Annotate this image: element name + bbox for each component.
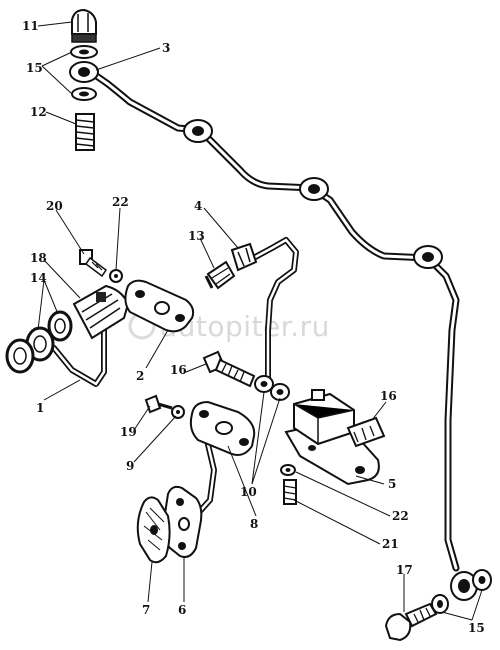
banjo-ring-a	[183, 119, 213, 143]
callout-16-left: 16	[170, 363, 187, 377]
fuel-rail-3	[84, 66, 460, 572]
flange-6	[162, 485, 203, 558]
callout-8: 8	[250, 517, 258, 531]
washer-10-a	[254, 375, 274, 393]
fitting-13	[204, 260, 236, 290]
banjo-ring-c	[413, 245, 443, 269]
callout-13: 13	[188, 229, 205, 243]
rail-end-bottom	[450, 571, 478, 601]
screw-21	[283, 479, 297, 505]
screw-19	[144, 394, 173, 414]
pipe-4	[243, 237, 299, 383]
callout-15-bottom: 15	[468, 621, 485, 635]
washer-22-right	[280, 464, 296, 476]
fitting-4-nut	[230, 242, 258, 272]
flange-8	[189, 400, 256, 456]
washer-10-b	[270, 383, 290, 401]
callout-labels: 11 3 15 12 20 22 18 14 1 2 4 13 16 16 19…	[22, 19, 485, 635]
callout-22-bottom: 22	[392, 509, 409, 523]
callout-12: 12	[30, 105, 47, 119]
gasket-14-a	[47, 310, 73, 342]
washer-9	[171, 405, 185, 419]
gasket-14-c	[5, 338, 35, 374]
callout-21: 21	[382, 537, 399, 551]
callout-22-top: 22	[112, 195, 129, 209]
leader-lines	[37, 21, 483, 621]
callout-14: 14	[30, 271, 47, 285]
washer-15-top	[70, 45, 98, 59]
rail-end-fitting	[69, 61, 99, 83]
callout-3: 3	[162, 41, 170, 55]
callout-4: 4	[194, 199, 202, 213]
bolt-17	[384, 602, 438, 642]
washer-15-bottom-right	[472, 569, 492, 591]
callout-20: 20	[46, 199, 63, 213]
filter-body-18	[72, 284, 130, 340]
washer-15-bottom-left	[431, 594, 449, 614]
callout-9: 9	[126, 459, 134, 473]
banjo-bolt-12	[75, 113, 95, 151]
bolt-20	[79, 249, 108, 278]
callout-18: 18	[30, 251, 47, 265]
washer-15-bottom	[71, 87, 97, 101]
callout-17: 17	[396, 563, 413, 577]
bolt-16-right	[346, 416, 386, 448]
callout-19: 19	[120, 425, 137, 439]
callout-10: 10	[240, 485, 257, 499]
gasket-7	[136, 496, 171, 564]
callout-5: 5	[388, 477, 396, 491]
callout-1: 1	[36, 401, 44, 415]
callout-6: 6	[178, 603, 186, 617]
banjo-ring-b	[299, 177, 329, 201]
block-5-body	[293, 389, 355, 446]
callout-2: 2	[136, 369, 144, 383]
callout-15-top: 15	[26, 61, 43, 75]
washer-22-left	[109, 269, 123, 283]
callout-7: 7	[142, 603, 150, 617]
callout-11: 11	[22, 19, 39, 33]
callout-16-right: 16	[380, 389, 397, 403]
flange-2	[124, 279, 195, 333]
cap-nut-11	[71, 8, 97, 43]
bolt-16-left	[202, 350, 256, 388]
